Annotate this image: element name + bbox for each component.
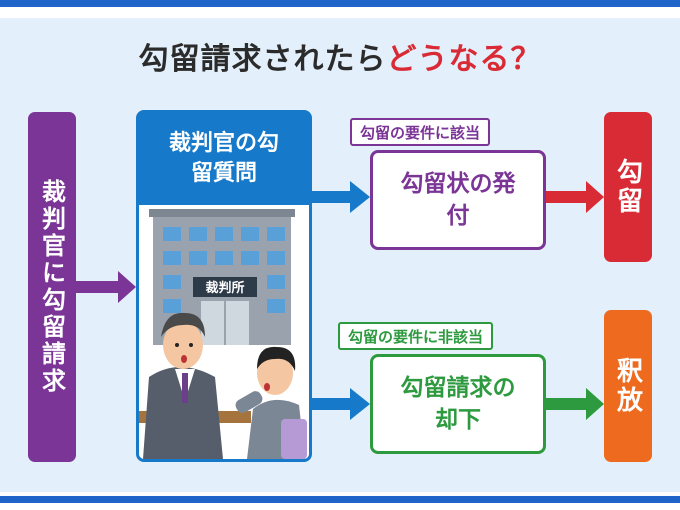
issue-warrant-box: 勾留状の発付 [370,150,546,250]
request-label: 裁判官に勾留請求 [37,179,66,395]
top-stripe [0,0,680,7]
title-highlight: どうなる？ [386,42,542,77]
court-illustration: 裁判所 [139,205,309,459]
arrow-issue-to-detention [546,181,604,213]
release-label: 釈放 [612,357,643,415]
judge-figure-icon [143,312,223,459]
request-box: 裁判官に勾留請求 [28,112,76,462]
bottom-stripe [0,496,680,503]
page-title: 勾留請求されたらどうなる？ [0,34,680,78]
release-box: 釈放 [604,310,652,462]
suspect-figure-icon [235,346,307,459]
court-header: 裁判官の勾留質問 [139,113,309,205]
title-main: 勾留請求されたら [138,42,387,77]
arrow-dismiss-to-release [546,388,604,420]
condition-not-applies-tag: 勾留の要件に非該当 [338,322,494,350]
court-box: 裁判官の勾留質問 裁判所 [136,110,312,462]
condition-applies-label: 勾留の要件に該当 [360,123,481,142]
condition-applies-tag: 勾留の要件に該当 [350,118,491,146]
detention-label: 勾留 [612,158,643,216]
dismissal-label: 勾留請求の却下 [400,375,516,433]
issue-warrant-label: 勾留状の発付 [400,171,516,229]
condition-not-applies-label: 勾留の要件に非該当 [348,327,484,346]
arrow-request-to-court [74,271,136,303]
arrow-court-to-dismiss [312,388,370,420]
detention-box: 勾留 [604,112,652,262]
dismissal-box: 勾留請求の却下 [370,354,546,454]
court-header-label: 裁判官の勾留質問 [168,131,279,186]
court-sign-label: 裁判所 [205,280,244,296]
courthouse-scene-svg: 裁判所 [139,209,307,459]
background-panel [0,18,680,492]
arrow-court-to-issue [312,181,370,213]
